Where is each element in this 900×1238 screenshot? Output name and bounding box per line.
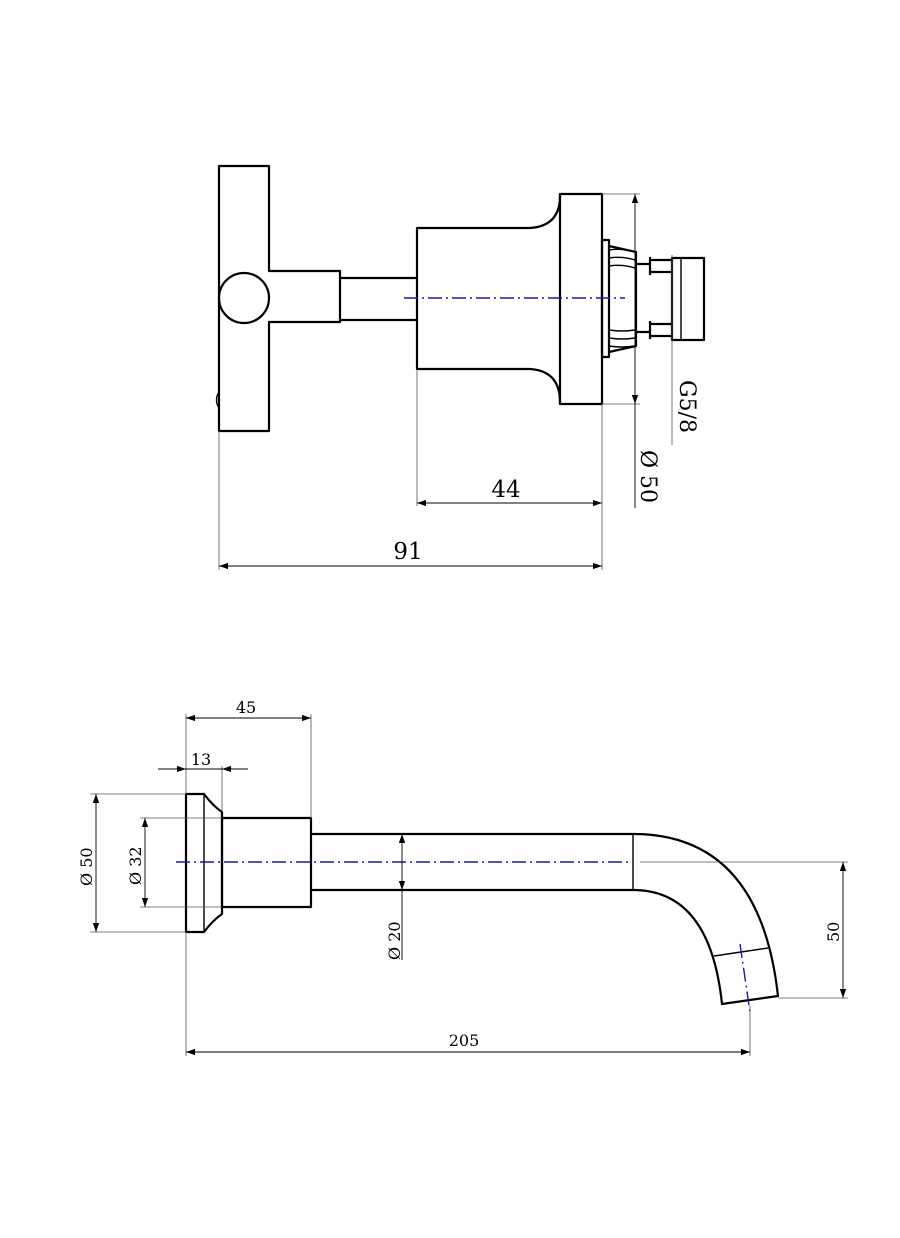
valve-side-view: 44 91 Ø 50 G5/8	[215, 164, 706, 570]
spindle	[340, 276, 417, 322]
dim-plate-thickness-label: 13	[191, 750, 211, 769]
dim-body-length-label: 44	[491, 477, 520, 503]
spout-wall-plate	[184, 792, 224, 934]
handle-knob	[217, 271, 271, 325]
dim-outlet-drop-label: 50	[824, 922, 843, 942]
wall-flange	[558, 192, 604, 406]
dim-body-diameter-label: Ø 32	[126, 846, 145, 885]
outlet-centerline	[739, 943, 751, 1013]
spout-side-view: 205 45 13 Ø 50 Ø 32 Ø 20 50	[77, 698, 848, 1056]
dim-pipe-diameter-label: Ø 20	[385, 921, 404, 960]
dim-flange-diameter-label: Ø 50	[635, 450, 660, 503]
spout-body	[220, 816, 313, 909]
dim-flange-depth-label: 45	[236, 698, 256, 717]
dim-thread-label: G5/8	[674, 380, 699, 433]
spout-pipe	[311, 832, 780, 1006]
dim-total-length-label: 91	[393, 539, 422, 565]
dim-overall-length-label: 205	[449, 1031, 480, 1050]
cartridge-head	[670, 256, 706, 342]
thread-body	[608, 244, 638, 354]
valve-body	[415, 194, 562, 404]
cross-handle	[217, 164, 342, 433]
dim-spout-flange-diameter-label: Ø 50	[77, 847, 96, 886]
cartridge-stem	[636, 257, 672, 339]
handle-notch	[215, 391, 220, 409]
